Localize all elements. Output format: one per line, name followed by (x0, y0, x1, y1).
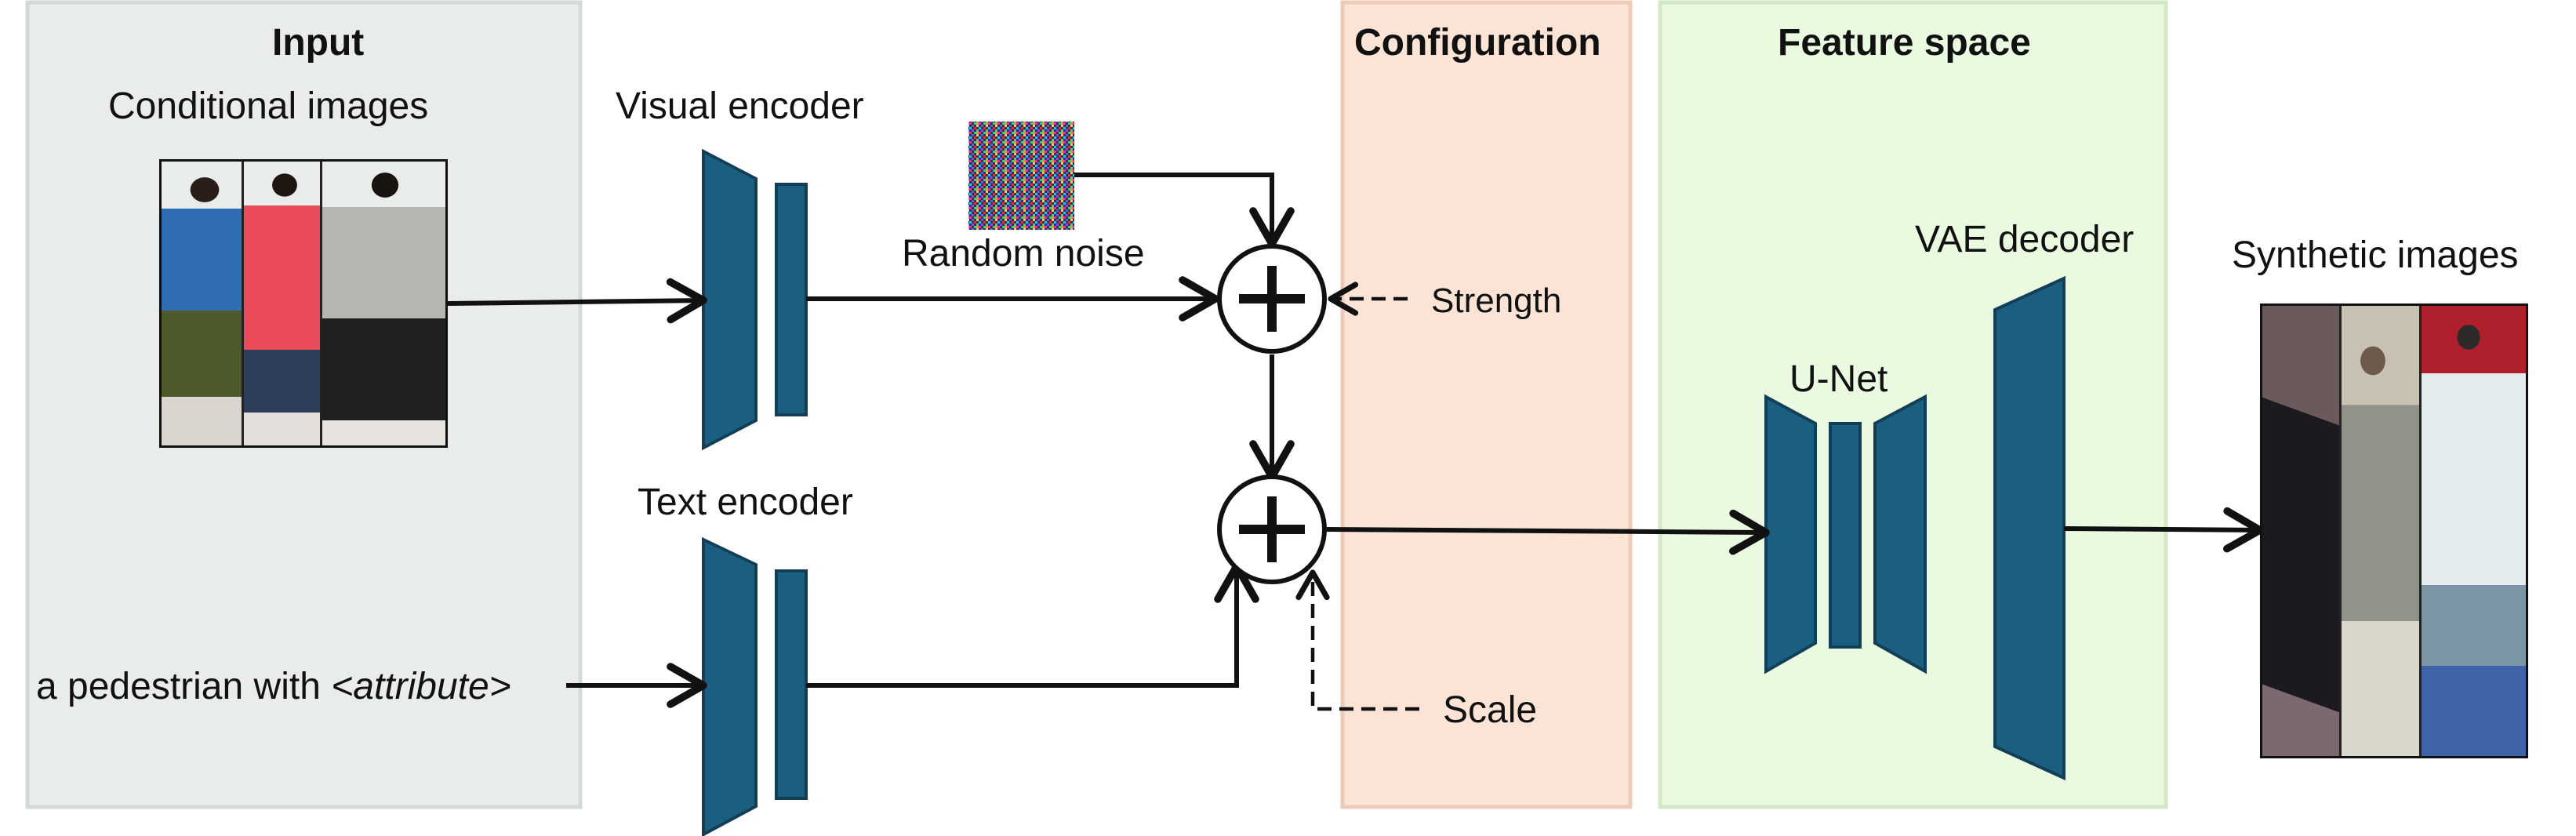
text-encoder-bar (775, 569, 808, 800)
label-visual-encoder: Visual encoder (616, 85, 864, 127)
unet-down-trapezoid (1764, 394, 1817, 674)
label-synthetic-images: Synthetic images (2232, 234, 2519, 276)
arrow-text-encoder-to-plus-bottom (806, 562, 1259, 688)
pedestrian-photo-3 (320, 162, 445, 445)
plus-operator-top (1217, 244, 1327, 354)
label-unet: U-Net (1789, 358, 1888, 400)
label-strength: Strength (1431, 282, 1562, 320)
arrow-plus-bottom-to-unet (1326, 509, 1770, 555)
plus-operator-bottom (1217, 474, 1327, 584)
unet-up-trapezoid (1873, 394, 1927, 674)
text-prompt-attribute: <attribute> (331, 666, 511, 707)
visual-encoder-bar (775, 183, 808, 416)
vae-decoder-trapezoid (1993, 275, 2066, 781)
synthetic-photo-3 (2419, 306, 2526, 756)
synthetic-images-strip (2260, 304, 2528, 758)
noise-icon (968, 122, 1074, 230)
visual-encoder-trapezoid (702, 148, 758, 451)
section-title-configuration: Configuration (1354, 22, 1601, 64)
synthetic-photo-1 (2262, 306, 2339, 756)
arrow-vae-to-synthetic-images (2063, 507, 2264, 553)
label-scale: Scale (1443, 689, 1538, 731)
label-text-prompt: a pedestrian with <attribute> (36, 668, 511, 706)
unet-bottleneck-bar (1829, 422, 1862, 649)
arrow-noise-to-plus-top (1074, 173, 1295, 248)
section-title-input: Input (272, 22, 365, 64)
pedestrian-photo-1 (162, 162, 242, 445)
configuration-panel (1340, 0, 1633, 809)
label-text-encoder: Text encoder (638, 482, 853, 523)
text-prompt-prefix: a pedestrian with (36, 666, 332, 707)
pedestrian-photo-2 (242, 162, 322, 445)
text-encoder-trapezoid (702, 536, 758, 836)
synthetic-photo-2 (2339, 306, 2422, 756)
arrow-images-to-visual-encoder (447, 278, 707, 324)
conditional-images-strip (159, 159, 448, 448)
label-vae-decoder: VAE decoder (1915, 219, 2135, 260)
section-title-feature-space: Feature space (1778, 22, 2031, 64)
dashed-arrow-scale (1295, 569, 1419, 711)
label-conditional-images: Conditional images (108, 85, 429, 127)
label-random-noise: Random noise (902, 233, 1145, 274)
